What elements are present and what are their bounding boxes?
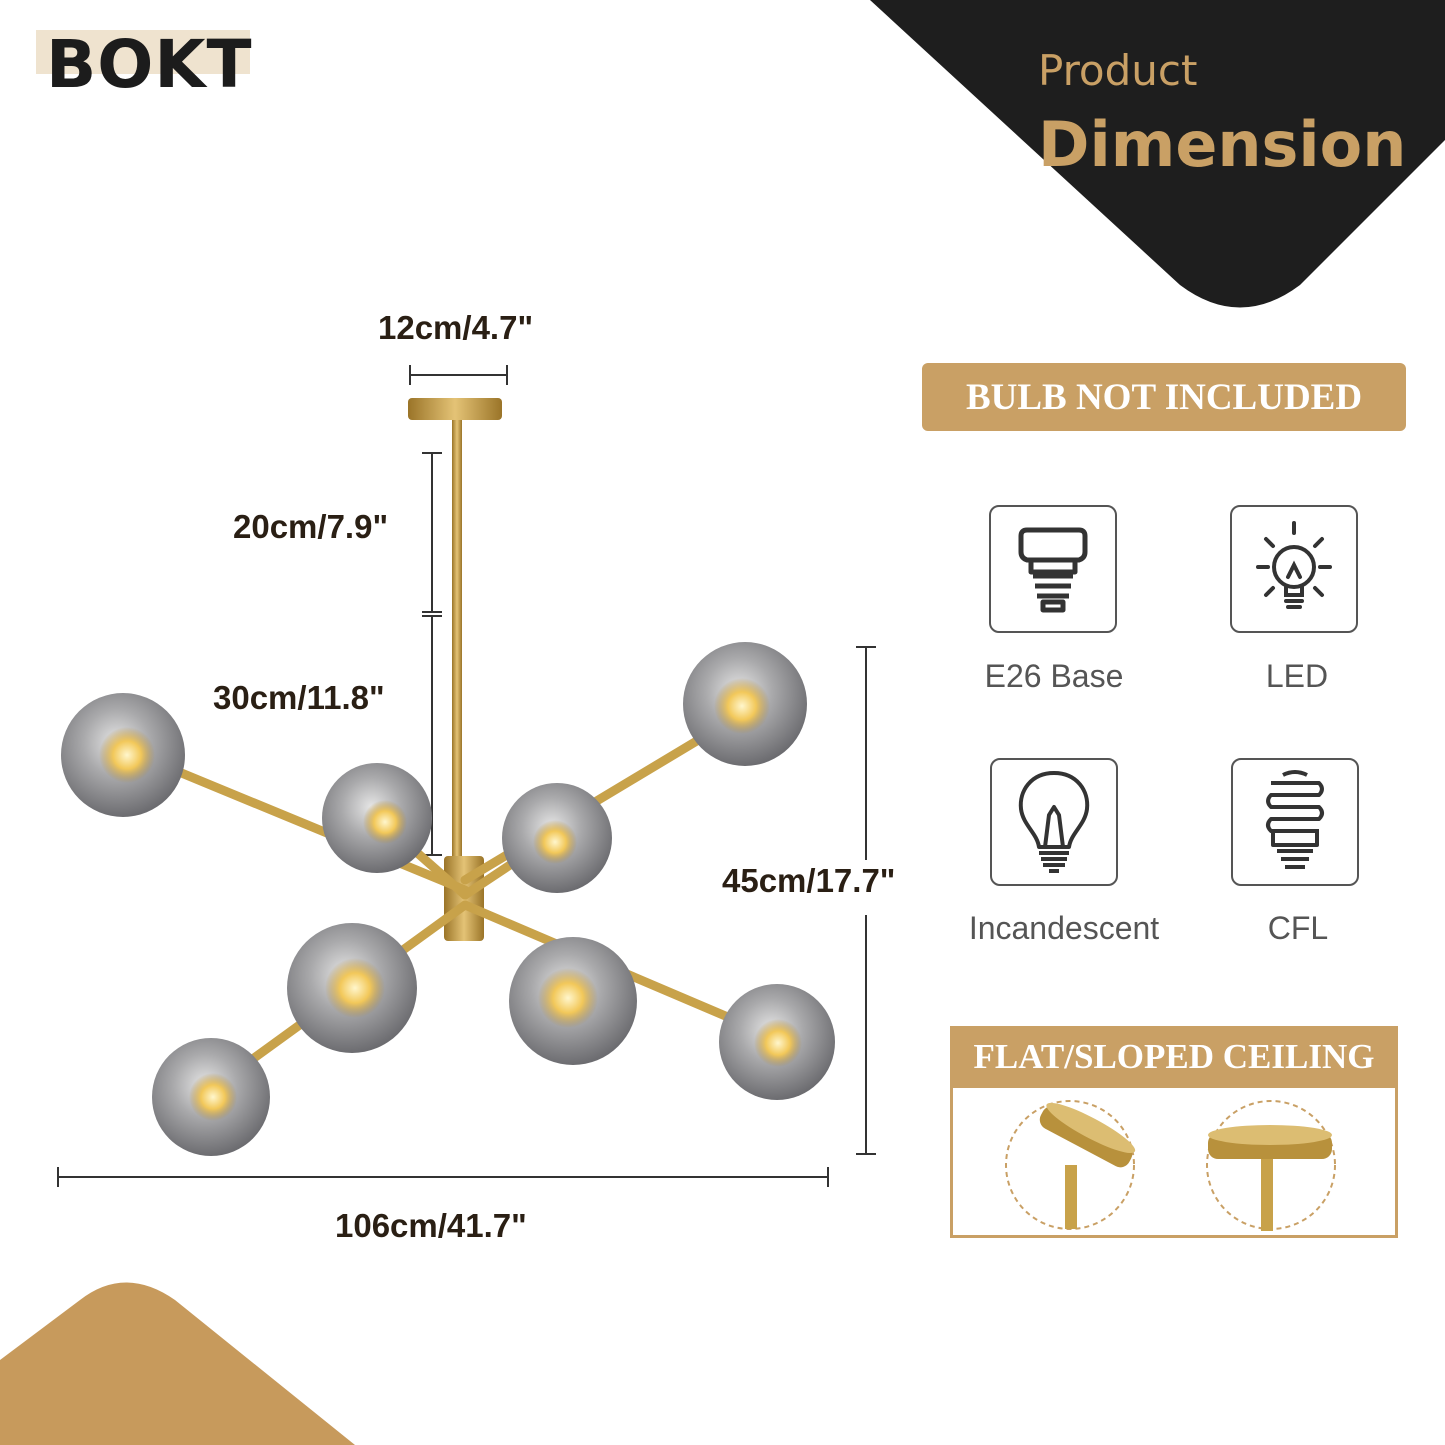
canopy	[408, 398, 502, 420]
globe-mid-right	[502, 783, 612, 893]
canopy-width-label: 12cm/4.7"	[378, 309, 534, 346]
sloped-ceiling-diagram	[1005, 1100, 1136, 1230]
globe-low-right	[509, 937, 637, 1065]
led-bulb-icon	[1230, 505, 1358, 633]
cfl-label: CFL	[1267, 910, 1329, 946]
rod-lower-label: 30cm/11.8"	[213, 679, 385, 716]
bulb-not-included-banner: BULB NOT INCLUDED	[922, 363, 1406, 431]
incandescent-bulb-icon	[990, 758, 1118, 886]
globe-low-left	[287, 923, 417, 1053]
gold-corner-triangle	[0, 1282, 355, 1445]
flat-ceiling-diagram	[1206, 1100, 1336, 1231]
led-label: LED	[1265, 658, 1329, 694]
dark-corner-banner	[870, 0, 1445, 308]
dimension-lines	[57, 365, 876, 1187]
incandescent-label: Incandescent	[968, 910, 1160, 946]
ceiling-title: FLAT/SLOPED CEILING	[950, 1026, 1398, 1088]
globe-bottom-right	[719, 984, 835, 1100]
brand-highlight	[36, 30, 250, 74]
down-rod	[452, 420, 462, 860]
rod-upper-label: 20cm/7.9"	[233, 508, 389, 545]
globe-bottom-left	[152, 1038, 270, 1156]
brand-logo: BOKT	[46, 26, 253, 103]
chandelier-illustration	[57, 365, 876, 1187]
width-label: 106cm/41.7"	[335, 1207, 527, 1244]
height-label: 45cm/17.7"	[722, 862, 896, 899]
e26-base-icon	[989, 505, 1117, 633]
globe-mid-left	[322, 763, 432, 873]
cfl-bulb-icon	[1231, 758, 1359, 886]
banner-subtitle: Product	[1038, 46, 1198, 95]
globe-top-right	[683, 642, 807, 766]
e26-base-label: E26 Base	[984, 658, 1124, 694]
globe-top-left	[61, 693, 185, 817]
banner-title: Dimension	[1038, 108, 1407, 181]
